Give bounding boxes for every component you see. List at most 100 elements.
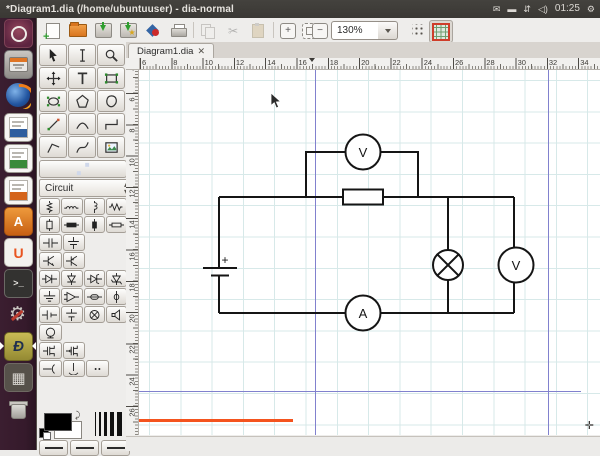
shape-microphone[interactable]: [39, 324, 62, 341]
shape-vresistor-box[interactable]: [39, 216, 61, 233]
resistor[interactable]: [342, 188, 384, 206]
shape-vinductor[interactable]: [83, 198, 105, 215]
line-style-button[interactable]: [70, 440, 99, 456]
save-button[interactable]: [92, 20, 114, 41]
launcher-item-software-center[interactable]: U: [4, 238, 33, 268]
foreground-color-swatch[interactable]: [44, 413, 72, 431]
mail-icon[interactable]: ✉: [492, 4, 501, 14]
cut-button[interactable]: ✂: [222, 20, 244, 41]
shape-vcapacitor[interactable]: [62, 234, 85, 251]
shape-hresistor-box[interactable]: [105, 216, 127, 233]
launcher-item-firefox[interactable]: [4, 81, 32, 110]
tool-magnify[interactable]: [97, 44, 125, 66]
ammeter[interactable]: A: [344, 294, 382, 332]
tab-diagram1[interactable]: Diagram1.dia ✕: [128, 43, 214, 59]
swap-colors-icon[interactable]: ⤸: [75, 410, 81, 420]
copy-button[interactable]: [197, 20, 219, 41]
tool-image[interactable]: [97, 136, 125, 158]
shape-hjumper[interactable]: [39, 360, 62, 377]
launcher-item-terminal[interactable]: >_: [4, 269, 33, 299]
shape-vjumper[interactable]: [62, 360, 85, 377]
launcher-item-lo-writer[interactable]: [4, 112, 33, 142]
tool-beziergon[interactable]: [97, 90, 125, 112]
snap-to-grid-toggle[interactable]: [407, 20, 429, 41]
line-width-selector[interactable]: [95, 412, 125, 436]
tool-line[interactable]: [39, 113, 67, 135]
diagram-canvas[interactable]: V + V A: [139, 69, 600, 435]
sheet-selector[interactable]: Circuit ▴▾: [39, 179, 132, 197]
shape-hdiode[interactable]: [39, 270, 61, 287]
shape-vbar[interactable]: [83, 216, 105, 233]
launcher-item-dia[interactable]: Ɖ: [0, 332, 36, 361]
shape-vzener[interactable]: [105, 270, 127, 287]
tool-ellipse[interactable]: [39, 90, 67, 112]
zoom-in-button[interactable]: +: [277, 20, 299, 41]
export-button[interactable]: [142, 20, 164, 41]
tool-outline[interactable]: [39, 160, 127, 178]
open-button[interactable]: [67, 20, 89, 41]
print-button[interactable]: [167, 20, 189, 41]
clock-label[interactable]: 01:25: [554, 3, 580, 14]
guide-vertical-1[interactable]: [315, 69, 316, 435]
tool-polygon[interactable]: [68, 90, 96, 112]
tool-arc[interactable]: [68, 113, 96, 135]
new-diagram-button[interactable]: +: [42, 20, 64, 42]
shape-more-shapes[interactable]: [86, 360, 109, 377]
lamp[interactable]: [432, 249, 464, 281]
shape-vpowersource[interactable]: [61, 306, 83, 323]
shape-hcapacitor[interactable]: [39, 234, 62, 251]
volume-icon[interactable]: ◁): [537, 4, 548, 14]
save-as-button[interactable]: ★: [117, 20, 139, 41]
shape-nmos[interactable]: [39, 342, 62, 359]
guide-vertical-2[interactable]: [548, 69, 549, 435]
shape-hpowersource[interactable]: [39, 306, 61, 323]
tool-modify[interactable]: [39, 44, 67, 66]
launcher-item-files[interactable]: [4, 50, 33, 80]
tool-box[interactable]: [97, 67, 125, 89]
paste-button[interactable]: [247, 20, 269, 41]
launcher-item-trash[interactable]: [4, 395, 32, 423]
shape-pmos[interactable]: [62, 342, 85, 359]
zoom-level-input[interactable]: 130%: [331, 21, 384, 40]
launcher-item-amazon[interactable]: A: [4, 206, 33, 236]
tool-text[interactable]: [68, 67, 96, 89]
shape-vresistor[interactable]: [39, 198, 61, 215]
shape-ground[interactable]: [39, 288, 61, 305]
shape-hresistor[interactable]: [105, 198, 127, 215]
tab-close-icon[interactable]: ✕: [197, 46, 206, 56]
shape-pnp-transistor[interactable]: [62, 252, 85, 269]
tool-zigzagline[interactable]: [97, 113, 125, 135]
zoom-out-button[interactable]: −: [309, 20, 331, 41]
tool-text-edit[interactable]: [68, 44, 96, 66]
tool-scroll[interactable]: [39, 67, 67, 89]
shape-npn-transistor[interactable]: [39, 252, 62, 269]
tool-bezierline[interactable]: [68, 136, 96, 158]
voltmeter-top[interactable]: V: [344, 133, 382, 171]
launcher-item-workspaces[interactable]: ▦: [4, 363, 33, 393]
arrow-begin-style-button[interactable]: [39, 440, 68, 456]
launcher-item-settings[interactable]: ⚙: [4, 301, 32, 329]
tool-polyline[interactable]: [39, 136, 67, 158]
shape-hfuse[interactable]: [83, 288, 105, 305]
shape-vfuse[interactable]: [105, 288, 127, 305]
voltmeter-right[interactable]: V: [497, 246, 535, 284]
shape-opamp[interactable]: [61, 288, 83, 305]
battery[interactable]: +: [203, 253, 237, 277]
show-grid-toggle[interactable]: [429, 20, 453, 43]
guide-horizontal-1[interactable]: [139, 391, 581, 392]
shape-hinductor[interactable]: [61, 198, 83, 215]
shape-hzener[interactable]: [83, 270, 105, 287]
shape-speaker[interactable]: [105, 306, 127, 323]
zoom-dropdown-button[interactable]: [378, 21, 398, 40]
network-icon[interactable]: ⇵: [523, 4, 531, 14]
launcher-item-lo-calc[interactable]: [4, 144, 33, 174]
launcher-item-dash[interactable]: [4, 19, 33, 48]
indicator-icon[interactable]: ▬: [507, 4, 517, 14]
session-gear-icon[interactable]: ⚙: [586, 4, 595, 14]
shape-hbar[interactable]: [61, 216, 83, 233]
launcher-item-lo-impress[interactable]: [4, 175, 33, 205]
shape-vdiode[interactable]: [61, 270, 83, 287]
shape-lamp[interactable]: [83, 306, 105, 323]
